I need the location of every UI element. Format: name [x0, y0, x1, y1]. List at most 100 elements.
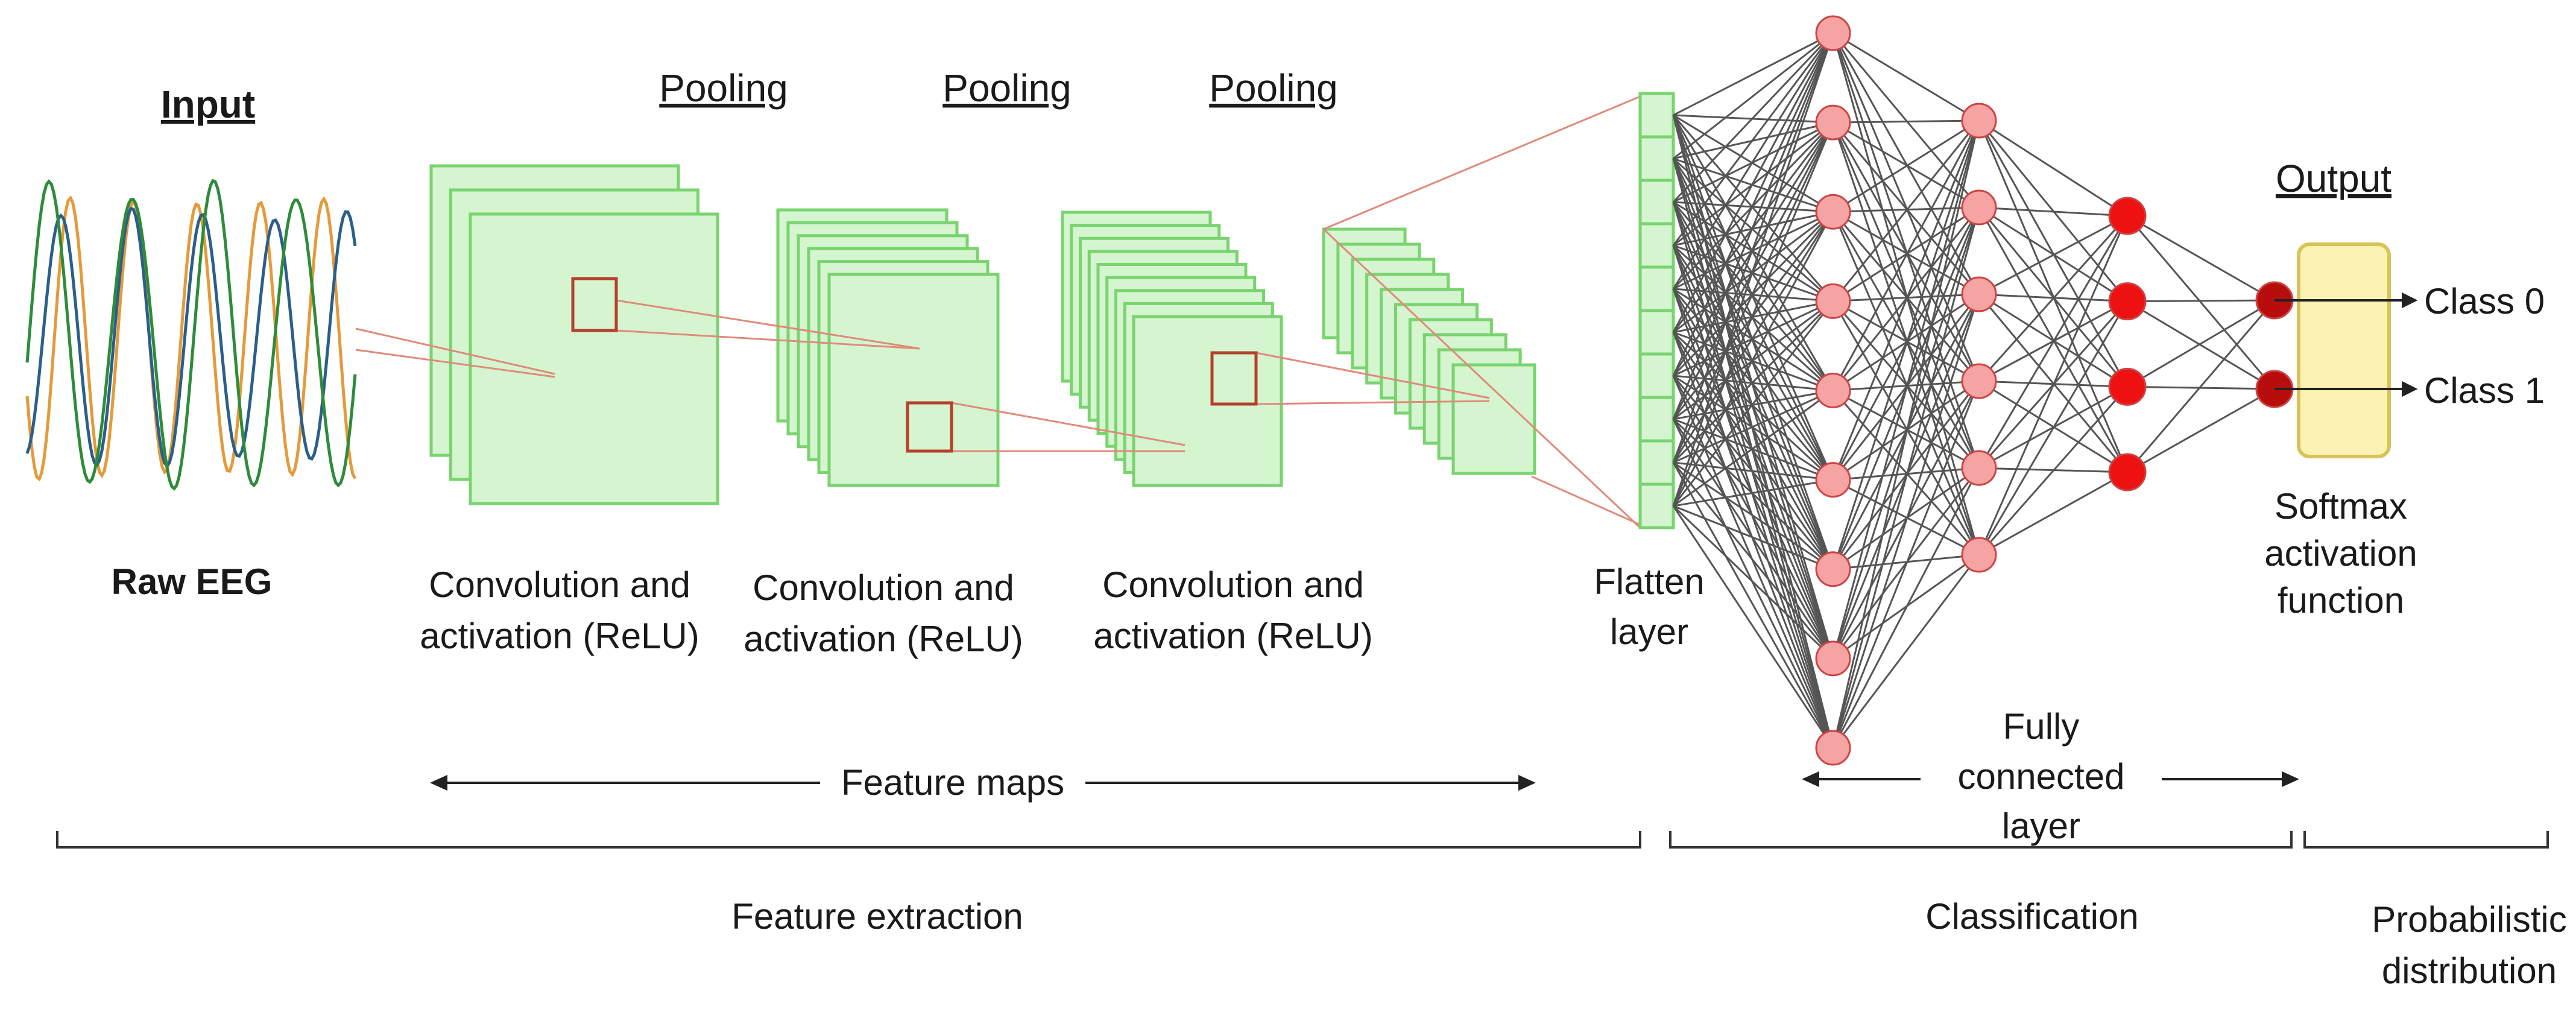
feature-map-2-6: [827, 273, 1000, 487]
pooling-header-2: Pooling: [942, 66, 1072, 110]
neuron-l1-8: [1815, 640, 1851, 677]
section-brackets: [56, 831, 2549, 849]
connection: [1672, 115, 1834, 302]
connection: [1672, 418, 1834, 570]
section-probabilistic-line1: Probabilistic: [2372, 899, 2566, 940]
connection: [1672, 33, 1834, 420]
neuron-l3-1: [2108, 197, 2147, 235]
connection: [1672, 245, 1834, 481]
neuron-l1-3: [1815, 194, 1851, 230]
connection: [1832, 211, 1980, 469]
pooling-header-1: Pooling: [659, 66, 788, 110]
connection: [1978, 215, 2129, 469]
neuron-l2-6: [1961, 537, 1997, 573]
connection: [1672, 32, 1834, 203]
connection: [1672, 158, 1834, 391]
connection: [1673, 390, 1834, 507]
connection: [2126, 300, 2276, 473]
connection: [1672, 375, 1834, 659]
connection: [2127, 215, 2275, 302]
fully-connected-span: [1802, 771, 2299, 788]
section-classification: Classification: [1925, 896, 2138, 937]
class-0-label: Class 0: [2424, 281, 2545, 321]
flatten-cell: [1638, 222, 1675, 269]
connection: [1672, 115, 1834, 391]
connection: [1672, 201, 1834, 481]
pooling-header-3: Pooling: [1209, 66, 1338, 110]
connection: [1672, 462, 1834, 659]
connection: [1673, 114, 1834, 213]
connection: [1832, 120, 1980, 659]
flatten-cell: [1638, 482, 1675, 530]
connection: [1672, 33, 1834, 246]
connection: [1673, 331, 1834, 391]
neuron-l3-2: [2108, 282, 2147, 321]
neuron-l1-2: [1815, 104, 1851, 141]
flatten-cell: [1638, 92, 1675, 139]
neuron-l1-9: [1815, 730, 1851, 766]
connection: [1832, 294, 1980, 748]
flatten-cell: [1638, 309, 1675, 356]
feature-map-1-3: [469, 212, 719, 505]
kernel-window-2: [906, 401, 953, 453]
connection: [1978, 215, 2129, 382]
flatten-cell: [1638, 179, 1675, 226]
neuron-l1-5: [1815, 373, 1851, 408]
connection: [1672, 33, 1834, 463]
class-1-label: Class 1: [2424, 370, 2545, 411]
connection: [1978, 206, 2128, 217]
flatten-cell: [1638, 352, 1675, 399]
feature-maps-span: [430, 774, 1536, 791]
connection: [1672, 505, 1834, 748]
neuron-l2-5: [1961, 450, 1997, 486]
connection: [1672, 201, 1834, 391]
connection: [1832, 120, 1980, 302]
connection: [1832, 120, 1980, 570]
flatten-layer: [1638, 92, 1675, 530]
kernel-window-1: [571, 277, 618, 332]
neuron-l2-4: [1961, 363, 1997, 399]
output-header: Output: [2276, 157, 2391, 200]
connection: [1832, 120, 1980, 391]
connection: [1832, 207, 1980, 748]
connection: [1672, 288, 1834, 570]
network-connections: [1672, 32, 2276, 748]
flatten-cell: [1638, 439, 1675, 486]
bracket-classification: [1669, 831, 2293, 849]
connection: [1833, 32, 1980, 122]
connection: [1672, 122, 1834, 507]
connection: [1672, 122, 1834, 463]
section-probabilistic-line2: distribution: [2382, 950, 2557, 991]
flatten-label-line1: Flatten: [1594, 561, 1704, 602]
connection: [1672, 300, 1834, 507]
neuron-l1-7: [1815, 551, 1851, 587]
eeg-wave-blue: [25, 206, 357, 469]
network-nodes: [1815, 15, 2294, 766]
connection: [1832, 122, 1980, 382]
connection: [2127, 385, 2275, 390]
fully-connected-line2: connected: [1958, 756, 2125, 797]
connection: [1832, 120, 1980, 481]
conv-label-1-line1: Convolution and: [429, 564, 690, 605]
flatten-cell: [1638, 396, 1675, 443]
connection: [1672, 332, 1834, 570]
neuron-l1-4: [1815, 283, 1851, 319]
connection: [1832, 467, 1980, 748]
neuron-l3-3: [2108, 367, 2147, 406]
connection: [1672, 211, 1834, 463]
connection: [1672, 462, 1834, 748]
connection: [1978, 215, 2128, 296]
connection: [1832, 211, 1980, 382]
connection: [1832, 120, 1980, 748]
conv-label-2-line2: activation (ReLU): [743, 619, 1023, 659]
feature-map-4-10: [1451, 363, 1536, 475]
connection: [1672, 505, 1834, 659]
input-label: Raw EEG: [112, 561, 273, 602]
connection: [1672, 300, 1834, 464]
section-feature-extraction: Feature extraction: [731, 896, 1023, 937]
connection: [1672, 244, 1834, 391]
neuron-l2-1: [1961, 103, 1997, 139]
connection: [1672, 158, 1834, 481]
neuron-l1-6: [1815, 462, 1851, 498]
flatten-label-line2: layer: [1610, 612, 1688, 652]
